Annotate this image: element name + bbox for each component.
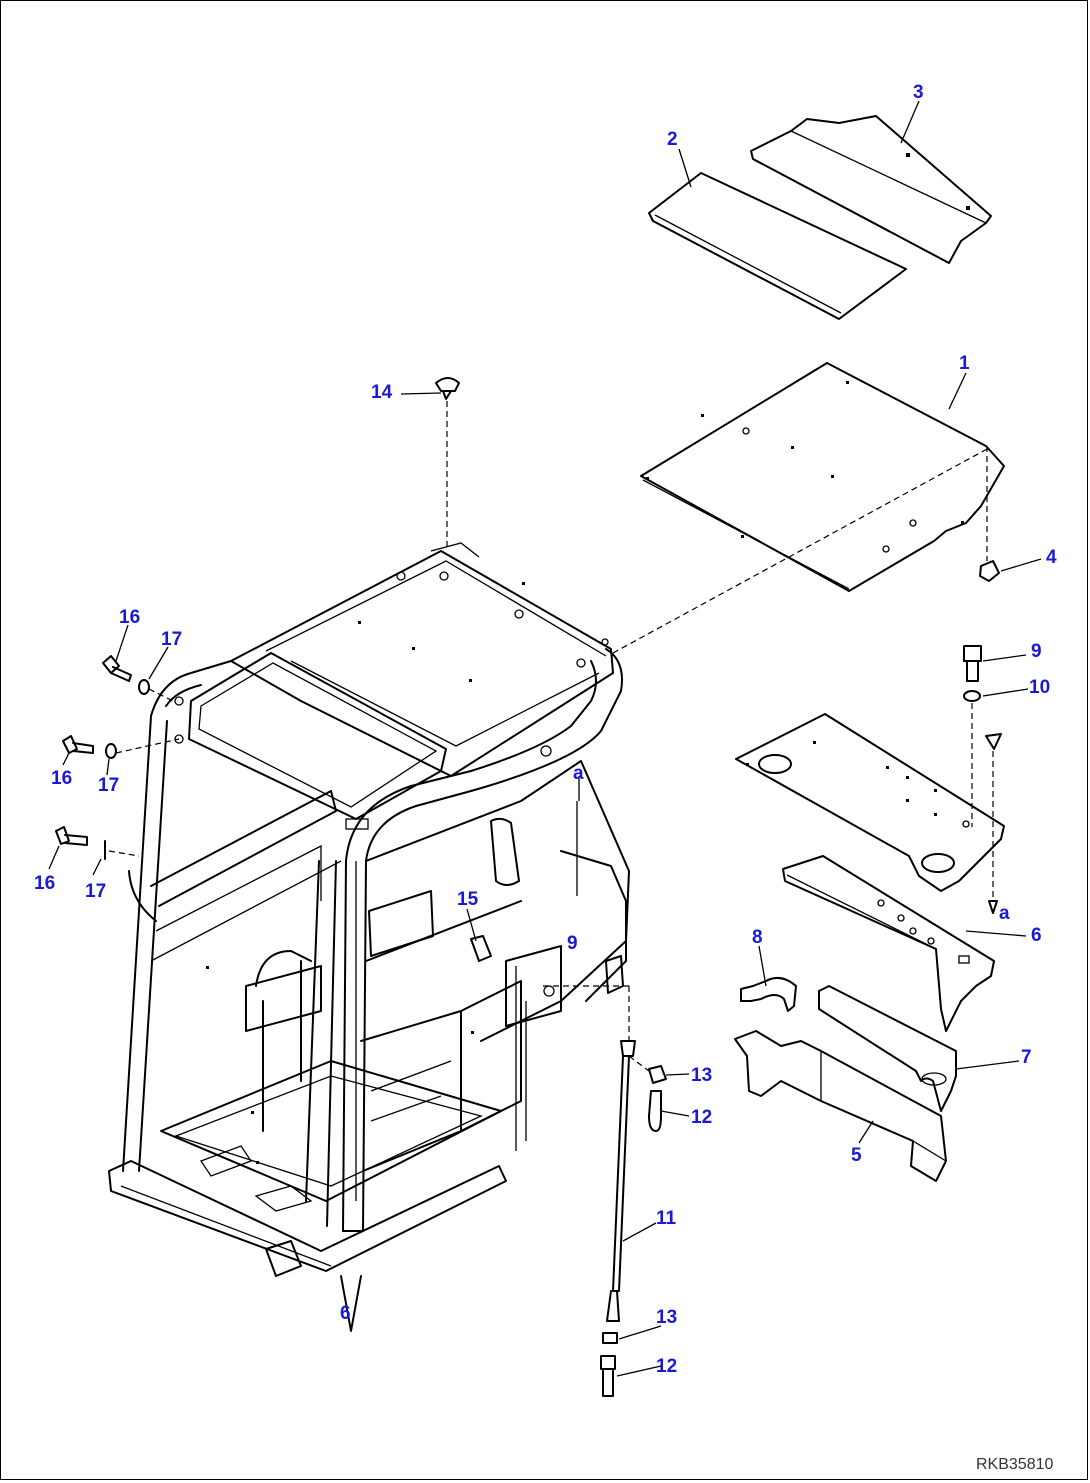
- callout-6-b: 6: [340, 1303, 351, 1324]
- part-4-nut: [979, 560, 1000, 582]
- part-12-bolt-lower: [600, 1355, 616, 1397]
- part-14-grommet: [435, 377, 460, 400]
- part-16-bolt-c: [55, 826, 88, 846]
- callout-16-a: 16: [119, 607, 140, 628]
- callout-9-b: 9: [567, 933, 578, 954]
- callout-labels: 3 2 1 14 4 16 17 16 17 16 17 9 10 a a 6 …: [34, 82, 1057, 1377]
- callout-17-c: 17: [85, 881, 106, 902]
- callout-5: 5: [851, 1145, 862, 1166]
- part-3-panel: [750, 115, 992, 264]
- part-8-clamp: [740, 976, 797, 1012]
- part-12-bolt-upper: [648, 1090, 662, 1132]
- callout-14: 14: [371, 382, 393, 403]
- callout-11: 11: [656, 1208, 677, 1229]
- callout-1: 1: [959, 353, 970, 374]
- callout-16-c: 16: [34, 873, 55, 894]
- callout-7: 7: [1021, 1047, 1032, 1068]
- callout-a-2: a: [999, 903, 1010, 924]
- callout-12-a: 12: [691, 1107, 712, 1128]
- callout-13-b: 13: [656, 1307, 677, 1328]
- callout-12-b: 12: [656, 1356, 677, 1377]
- part-13-nut-upper: [648, 1065, 667, 1084]
- part-5-bracket: [734, 1030, 947, 1182]
- callout-a-1: a: [573, 763, 584, 784]
- callout-15: 15: [457, 889, 479, 910]
- callout-8: 8: [752, 927, 763, 948]
- leader-lines: [48, 100, 1042, 1377]
- callout-10: 10: [1029, 677, 1050, 698]
- part-13-nut-lower: [602, 1332, 618, 1344]
- part-16-bolt-a: [102, 655, 132, 682]
- callout-17-b: 17: [98, 775, 119, 796]
- part-7-rail: [818, 985, 957, 1112]
- cab-frame: [108, 542, 630, 1332]
- part-10-washer: [963, 690, 981, 702]
- callout-2: 2: [667, 129, 678, 150]
- floor-plate: [735, 713, 1005, 892]
- callout-17-a: 17: [161, 629, 182, 650]
- part-2-panel: [648, 172, 907, 320]
- callout-9-a: 9: [1031, 641, 1042, 662]
- part-11-gas-strut: [541, 985, 636, 1322]
- part-15-clip: [470, 935, 492, 962]
- part-9-bolt-upper: [963, 645, 982, 682]
- part-16-bolt-b: [62, 735, 94, 754]
- part-17-washer-b: [105, 743, 117, 759]
- callout-4: 4: [1046, 547, 1057, 568]
- callout-3: 3: [913, 82, 924, 103]
- part-17-washer-a: [138, 679, 150, 695]
- drawing-code: RKB35810: [976, 1456, 1053, 1473]
- callout-13-a: 13: [691, 1065, 712, 1086]
- part-4-nut-lower: [985, 733, 1002, 750]
- callout-16-b: 16: [51, 768, 72, 789]
- callout-6-a: 6: [1031, 925, 1042, 946]
- part-1-roof-liner: [640, 362, 1005, 592]
- part-6-bracket: [782, 855, 995, 1032]
